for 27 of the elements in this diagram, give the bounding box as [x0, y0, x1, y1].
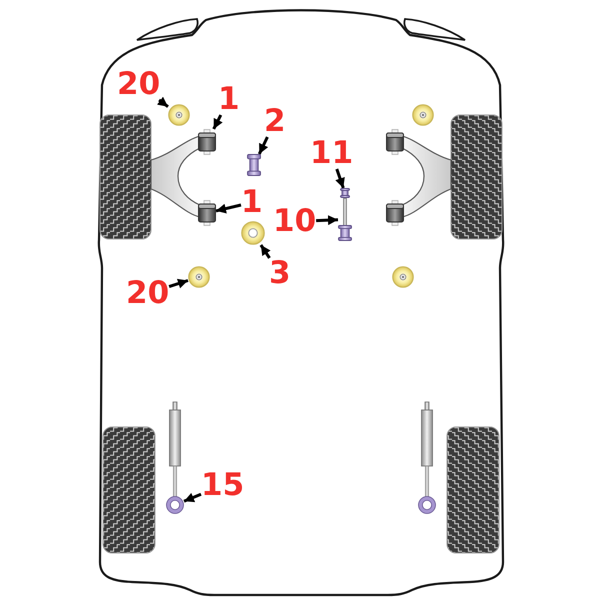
leader-arrow — [216, 204, 242, 214]
leader-arrow — [183, 492, 202, 503]
leader-arrow — [260, 244, 271, 259]
callout-number: 20 — [126, 278, 170, 309]
leader-arrow — [316, 215, 338, 226]
arm-bushing-icon — [198, 200, 216, 226]
callout-number: 1 — [218, 84, 240, 115]
bushing-icon — [241, 221, 265, 245]
callout-number: 1 — [241, 187, 263, 218]
callout-number: 15 — [201, 470, 244, 501]
leader-arrow — [212, 114, 223, 130]
leader-arrow — [157, 96, 169, 108]
callout-number: 2 — [264, 106, 286, 137]
drop-link-icon — [338, 198, 352, 241]
callout-number: 3 — [269, 258, 291, 289]
bushing-icon — [340, 188, 350, 198]
leader-arrow — [335, 168, 345, 188]
callout-number: 11 — [310, 138, 354, 169]
bushing-icon — [188, 266, 210, 288]
leader-arrow — [258, 136, 269, 155]
arm-bushing-icon — [198, 129, 216, 155]
bushing-icon — [247, 154, 261, 176]
callout-number: 10 — [273, 206, 316, 237]
eye-bushing-icon — [166, 496, 184, 514]
bushing-icon — [168, 104, 190, 126]
callout-number: 20 — [117, 69, 160, 100]
leader-arrow — [168, 278, 188, 288]
